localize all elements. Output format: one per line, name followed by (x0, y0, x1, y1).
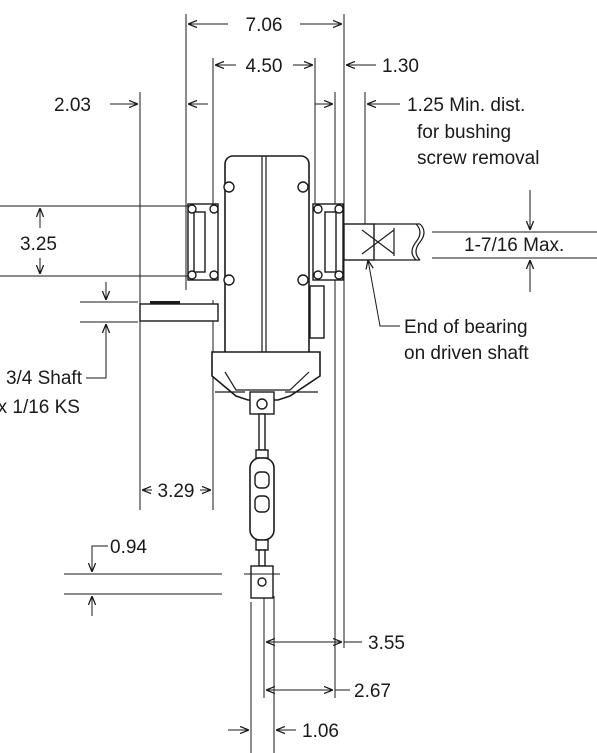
dim-4-50-label: 4.50 (246, 56, 283, 77)
dim-2-67-label: 2.67 (354, 681, 391, 702)
dimension-arrows (40, 24, 530, 730)
extension-lines (0, 14, 597, 753)
dim-max-shaft-label: 1-7/16 Max. (464, 235, 564, 256)
dim-1-25-label-line2: for bushing (417, 122, 511, 143)
dim-2-03-label: 2.03 (54, 95, 91, 116)
bearing-label-line2: on driven shaft (404, 343, 529, 364)
driven-shaft (343, 223, 425, 261)
dim-3-55-label: 3.55 (368, 633, 405, 654)
dimension-labels: 7.06 4.50 1.30 2.03 1.25 Min. dist. for … (0, 12, 564, 742)
dim-1-06-label: 1.06 (302, 721, 339, 742)
shaft-label-line2: 3/16 x 1/16 KS (0, 397, 80, 418)
shaft-label-line1: 3/4 Shaft (6, 368, 83, 389)
tie-rod-turnbuckle (244, 413, 280, 599)
dim-1-25-label: 1.25 Min. dist. (407, 95, 525, 116)
reducer-housing (139, 155, 344, 415)
dim-1-25-label-line3: screw removal (417, 148, 539, 169)
dim-7-06-label: 7.06 (246, 15, 283, 36)
dim-3-25-label: 3.25 (20, 234, 57, 255)
dim-3-29-label: 3.29 (158, 481, 195, 502)
bearing-label-line1: End of bearing (404, 317, 528, 338)
dim-1-30-label: 1.30 (382, 56, 419, 77)
dim-0-94-label: 0.94 (110, 537, 147, 558)
